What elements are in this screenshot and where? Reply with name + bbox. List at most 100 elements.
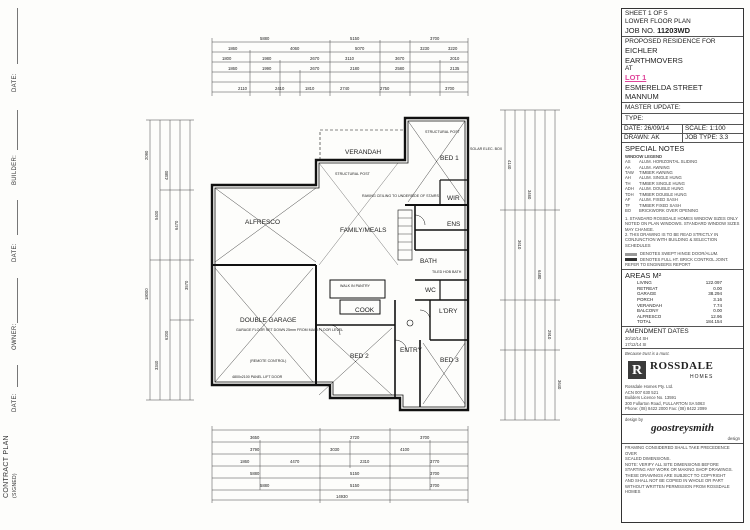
sidebar-line-2 [17, 110, 18, 150]
area-row: RETREAT 0.00 [625, 286, 740, 292]
svg-text:4140: 4140 [507, 160, 512, 170]
brand-name: ROSSDALE [650, 360, 714, 373]
window-desc: ALUM. FIXED SASH [639, 197, 678, 203]
room-entry: ENTRY [400, 347, 423, 354]
at-label: AT [625, 65, 633, 73]
note-lines: 1. STANDARD ROSSDALE HOMES WINDOW SIZES … [625, 216, 740, 249]
area-name: RETREAT [637, 285, 658, 291]
area-value: 0.00 [713, 285, 722, 291]
scale-value: SCALE: 1:100 [685, 125, 726, 133]
window-code-row: TH TIMBER SINGLE HUNG [625, 181, 740, 186]
legend-swept: DENOTES SWEPT HINGE DOOR/ALUM. [625, 251, 740, 256]
area-row: TOTAL 184.154 [625, 319, 740, 325]
note-tiled-bath: TILED HOB BATH [432, 270, 462, 274]
company-line: Rossdale Homes Pty. Ltd. [625, 384, 674, 390]
svg-text:1860: 1860 [240, 459, 250, 464]
legend-swatch-2 [625, 258, 637, 262]
window-code: TH [625, 180, 631, 186]
room-bed1: BED 1 [440, 155, 459, 162]
room-ens: ENS [447, 221, 461, 228]
room-wc: WC [425, 287, 436, 294]
area-name: LIVING [637, 280, 652, 286]
svg-text:2180: 2180 [350, 66, 360, 71]
svg-text:1860: 1860 [228, 46, 238, 51]
amendments-title: AMENDMENT DATES [625, 328, 689, 336]
svg-text:3640: 3640 [557, 380, 562, 390]
note-solar: SOLAR ELEC. BOX [470, 147, 503, 151]
footer-line: FRAMING CONSIDERED SHALL TAKE PRECEDENCE… [625, 445, 730, 456]
designer-brand: goostreysmith [651, 422, 714, 435]
rossdale-logo-icon: R [628, 361, 646, 380]
svg-text:5150: 5150 [350, 36, 360, 41]
area-value: 12.96 [710, 313, 722, 319]
sheet-row: SHEET 1 OF 5 LOWER FLOOR PLAN Job No. 11… [622, 9, 743, 38]
company-line: 300 Fullarton Road, FULLARTON SA 5063 [625, 400, 705, 406]
svg-text:5880: 5880 [260, 36, 270, 41]
room-cook: COOK [355, 307, 375, 314]
svg-text:3340: 3340 [154, 360, 159, 370]
sidebar-line-4 [17, 278, 18, 323]
building-walls [210, 116, 470, 412]
window-desc: ALUM. DOUBLE HUNG [639, 186, 684, 192]
brand-logo: R ROSSDALE HOMES [625, 356, 740, 384]
area-value: 122.097 [705, 280, 722, 286]
sheet-label: SHEET [625, 10, 647, 17]
designer-section: design by goostreysmith design [622, 415, 743, 445]
sheet-number: 1 OF 5 [647, 10, 668, 17]
window-code: BO [625, 208, 632, 214]
window-desc: TIMBER SINGLE HUNG [639, 180, 685, 186]
room-garage: DOUBLE GARAGE [240, 317, 297, 324]
footer-line: WITHOUT WRITTEN PERMISSION FROM ROSSDALE… [625, 483, 730, 494]
svg-text:2670: 2670 [310, 66, 320, 71]
room-bed2: BED 2 [350, 353, 369, 360]
company-line: ACN 007 630 521 [625, 389, 659, 395]
window-desc: ALUM. AWNING [639, 164, 670, 170]
svg-text:2310: 2310 [360, 459, 370, 464]
svg-text:6470: 6470 [174, 220, 179, 230]
dimension-labels-left: 2090 5400 4380 6470 3570 6200 3340 18000 [144, 150, 189, 370]
svg-text:2670: 2670 [310, 56, 320, 61]
footer-line: NOTE: VERIFY ALL SITE DIMENSIONS BEFORE [625, 461, 719, 467]
svg-text:5070: 5070 [355, 46, 365, 51]
svg-text:5880: 5880 [250, 471, 260, 476]
svg-text:3230: 3230 [420, 46, 430, 51]
area-value: 7.74 [713, 302, 722, 308]
plan-notes: STRUCTURAL POST STRUCTURAL POST SOLAR EL… [232, 130, 503, 379]
area-value: 184.154 [705, 319, 722, 325]
company-line: Phone: (08) 8422 2000 Fax: (08) 8422 209… [625, 406, 707, 412]
window-desc: BRICKWORK OVER OPENING [639, 208, 699, 214]
svg-text:18000: 18000 [144, 288, 149, 300]
sidebar-line-3 [17, 200, 18, 235]
drawn-row: DRAWN: AK JOB TYPE: 3.3 [622, 134, 743, 144]
area-name: PORCH [637, 296, 654, 302]
job-type-value: JOB TYPE: 3.3 [685, 134, 729, 142]
svg-text:3700: 3700 [430, 471, 440, 476]
area-name: ALFRESCO [637, 313, 662, 319]
svg-text:2110: 2110 [238, 86, 248, 91]
room-bed3: BED 3 [440, 357, 459, 364]
note-line: MAY CHANGE. [625, 226, 654, 232]
area-name: TOTAL [637, 319, 652, 325]
proposed-label: PROPOSED RESIDENCE FOR [625, 38, 716, 46]
note-line: CONJUNCTION WITH BUILDING & SELECTION SC… [625, 237, 718, 248]
drawn-value: DRAWN: AK [622, 134, 683, 143]
room-labels: VERANDAH BED 1 WIR ENS FAMILY/MEALS ALFR… [240, 149, 461, 364]
footer-line: AND SHALL NOT BE COPIED IN WHOLE OR PART [625, 478, 724, 484]
svg-text:5400: 5400 [154, 210, 159, 220]
area-name: GARAGE [637, 291, 657, 297]
dimension-labels-right: 4140 3610 3460 6480 2910 3640 [507, 160, 562, 390]
svg-text:14930: 14930 [336, 494, 348, 499]
room-family: FAMILY/MEALS [340, 227, 387, 234]
legend-2-text: DENOTES FULL HT. BRICK CONTROL JOINT. RE… [625, 256, 729, 268]
footer-line: STARTING ANY WORK OR MAKING SHOP DRAWING… [625, 467, 733, 473]
window-code: AS [625, 159, 631, 165]
sidebar-line-5 [17, 365, 18, 387]
